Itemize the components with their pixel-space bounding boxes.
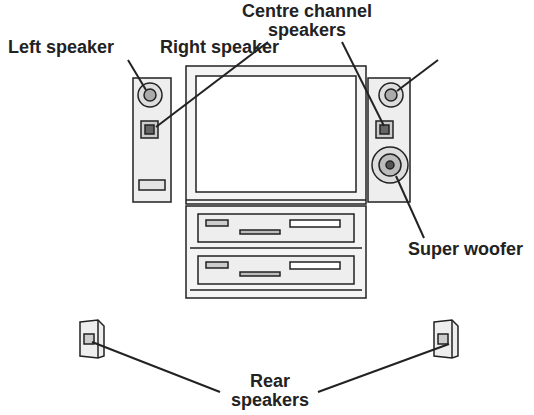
speaker-label: Rear speakers (220, 372, 320, 410)
rear-speaker-right (434, 320, 458, 358)
speaker-label: Super woofer (408, 240, 523, 259)
leader-lines (92, 42, 449, 392)
speaker-label: Centre channel speakers (232, 2, 382, 40)
speaker-label: Left speaker (8, 38, 114, 57)
television (186, 66, 366, 204)
right-speaker (368, 78, 410, 202)
left-speaker (133, 78, 171, 202)
av-stand (186, 206, 366, 298)
rear-speaker-left (80, 320, 104, 358)
speaker-label: Right speaker (160, 38, 279, 57)
